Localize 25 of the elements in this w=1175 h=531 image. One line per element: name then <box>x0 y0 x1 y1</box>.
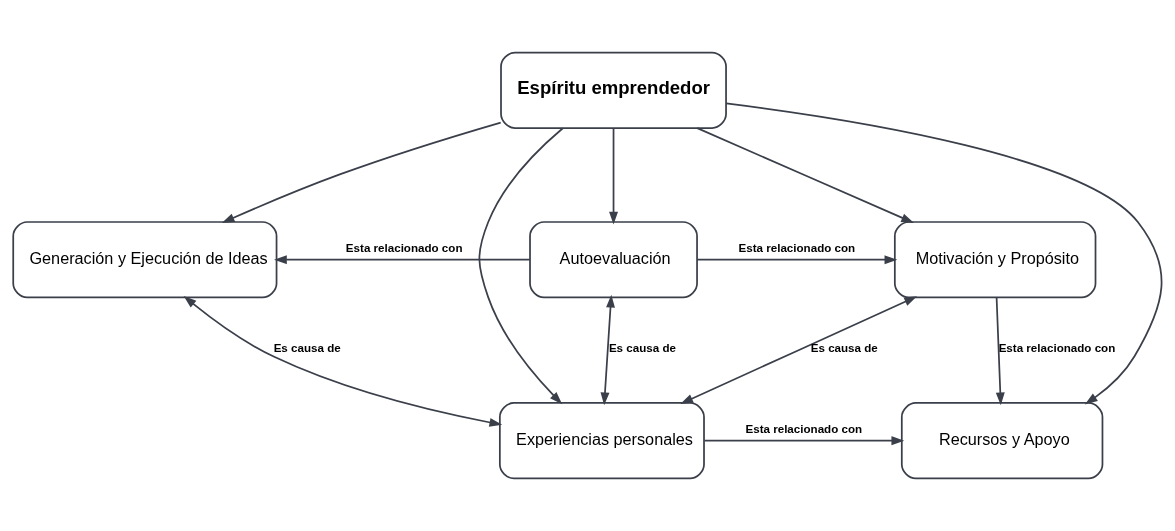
node-box: Espíritu emprendedor <box>500 51 727 129</box>
node-box: Autoevaluación <box>529 221 698 299</box>
arrow <box>600 294 615 406</box>
edge-label: Esta relacionado con <box>998 340 1116 354</box>
arrow <box>995 296 1005 406</box>
edge-label: Es causa de <box>810 340 878 354</box>
node-box: Generación y Ejecución de Ideas <box>12 221 278 299</box>
arrow <box>680 296 918 404</box>
node-box: Motivación y Propósito <box>893 221 1097 299</box>
arrow <box>609 127 618 225</box>
node-box: Experiencias personales <box>499 402 705 480</box>
edge-label: Es causa de <box>608 340 676 354</box>
edge-label: Esta relacionado con <box>745 421 863 435</box>
arrow <box>478 127 564 405</box>
arrow <box>703 436 905 446</box>
arrow <box>274 255 531 265</box>
edge-label: Esta relacionado con <box>345 240 463 254</box>
arrow <box>696 255 898 265</box>
arrow <box>725 102 1163 405</box>
edge-label: Esta relacionado con <box>738 240 856 254</box>
arrow <box>183 296 503 427</box>
arrow <box>696 127 915 224</box>
arrow <box>221 121 502 223</box>
node-box: Recursos y Apoyo <box>900 402 1104 480</box>
edge-label: Es causa de <box>273 340 341 354</box>
